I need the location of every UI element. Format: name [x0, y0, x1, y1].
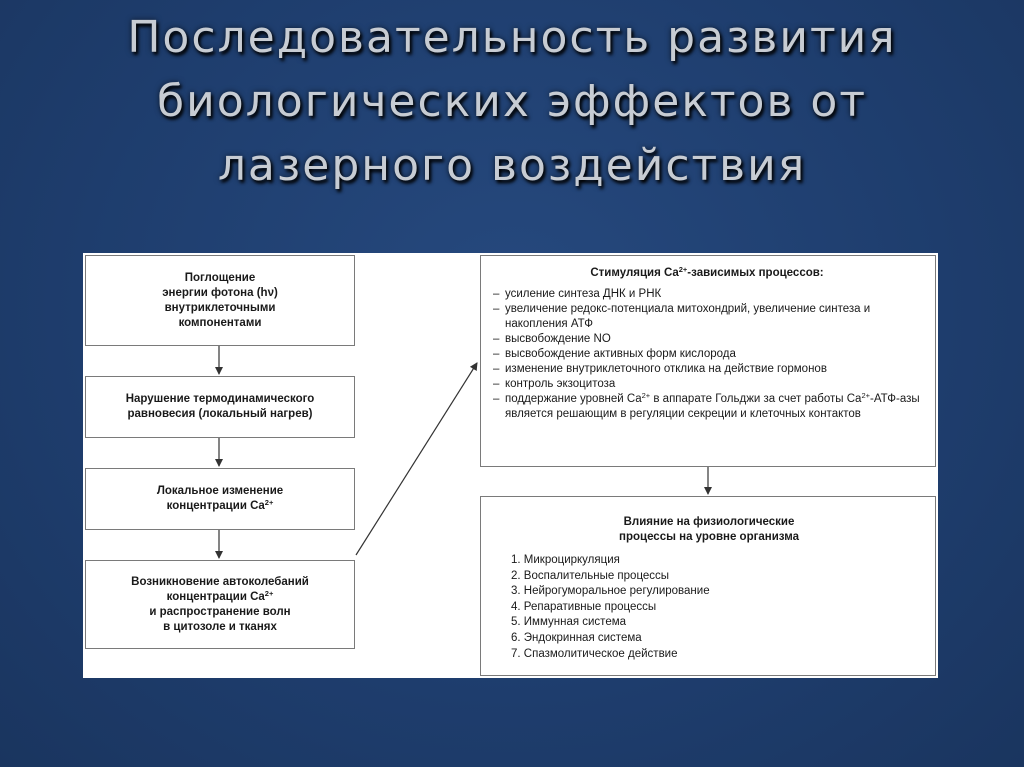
stimulation-heading: Стимуляция Ca2+-зависимых процессов: — [493, 266, 921, 281]
stimulation-item: изменение внутриклеточного отклика на де… — [493, 362, 921, 377]
physiology-item: 2. Воспалительные процессы — [511, 569, 670, 582]
physiology-item: 1. Микроциркуляция — [511, 554, 620, 566]
slide-title: Последовательность развития биологически… — [40, 6, 984, 198]
physiology-item: 7. Спазмолитическое действие — [511, 647, 678, 660]
equilibrium-line-2: равновесия (локальный нагрев) — [127, 408, 313, 420]
physiology-heading-line-2: процессы на уровне организма — [619, 531, 799, 543]
title-line-3: лазерного воздействия — [217, 140, 807, 191]
stimulation-item: увеличение редокс-потенциала митохондрий… — [493, 302, 921, 332]
stimulation-item-golgi: поддержание уровней Ca2+ в аппарате Голь… — [493, 392, 921, 422]
stimulation-item: высвобождение NO — [493, 332, 921, 347]
oscillations-superscript: 2+ — [264, 588, 274, 598]
physiology-heading-line-1: Влияние на физиологические — [623, 516, 795, 528]
physiology-list: 1. Микроциркуляция 2. Воспалительные про… — [511, 553, 921, 662]
golgi-superscript-2: 2+ — [861, 391, 870, 400]
title-line-2: биологических эффектов от — [157, 76, 867, 127]
stimulation-item: контроль экзоцитоза — [493, 377, 921, 392]
box-ca-dependent-processes: Стимуляция Ca2+-зависимых процессов: уси… — [480, 255, 936, 467]
oscillations-line-2: концентрации Ca2+ — [166, 588, 274, 605]
title-line-1: Последовательность развития — [127, 12, 897, 63]
box-ca-oscillations: Возникновение автоколебаний концентрации… — [85, 560, 355, 649]
absorption-line-1: Поглощение — [184, 271, 256, 284]
box-thermodynamic-disruption: Нарушение термодинамического равновесия … — [85, 376, 355, 438]
flow-diagram: Поглощение энергии фотона (hν) внутрикле… — [83, 253, 938, 678]
absorption-line-4: компонентами — [178, 316, 262, 329]
stimulation-item: высвобождение активных форм кислорода — [493, 347, 921, 362]
box-physiological-effects: Влияние на физиологические процессы на у… — [480, 496, 936, 676]
golgi-part-2: в аппарате Гольджи за счет работы Ca — [650, 393, 862, 405]
oscillations-line-1: Возникновение автоколебаний — [131, 575, 309, 588]
physiology-item: 5. Иммунная система — [511, 616, 627, 629]
physiology-item: 3. Нейрогуморальное регулирование — [511, 585, 710, 598]
stimulation-heading-prefix: Стимуляция Ca — [590, 267, 679, 279]
oscillations-line-2-text: концентрации Ca — [166, 590, 265, 603]
ca-change-superscript: 2+ — [264, 498, 274, 507]
diagram-arrows — [215, 346, 712, 559]
physiology-item: 6. Эндокринная система — [511, 631, 642, 644]
absorption-line-2: энергии фотона (hν) — [162, 286, 278, 299]
oscillations-line-4: в цитозоле и тканях — [163, 620, 277, 633]
golgi-part-3: -АТФ-азы является решающим в регуляции с… — [505, 393, 920, 420]
arrow-oscillations-to-stimulation — [355, 362, 478, 556]
stimulation-heading-superscript: 2+ — [678, 265, 688, 274]
stimulation-heading-suffix: -зависимых процессов: — [687, 267, 824, 279]
ca-change-line-1: Локальное изменение — [156, 485, 284, 497]
golgi-part-1: поддержание уровней Ca — [505, 393, 642, 405]
stimulation-list: усиление синтеза ДНК и РНК увеличение ре… — [493, 287, 921, 422]
physiology-item: 4. Репаративные процессы — [511, 600, 657, 613]
box-photon-absorption: Поглощение энергии фотона (hν) внутрикле… — [85, 255, 355, 346]
golgi-superscript-1: 2+ — [641, 391, 651, 400]
physiology-heading: Влияние на физиологические процессы на у… — [511, 515, 921, 545]
ca-change-line-2: концентрации Ca2+ — [167, 499, 274, 514]
box-local-ca-change: Локальное изменение концентрации Ca2+ — [85, 468, 355, 530]
ca-change-line-2-text: концентрации Ca — [166, 500, 265, 512]
absorption-line-3: внутриклеточными — [164, 301, 276, 314]
oscillations-line-3: и распространение волн — [149, 605, 291, 618]
equilibrium-line-1: Нарушение термодинамического — [125, 393, 315, 405]
stimulation-item: усиление синтеза ДНК и РНК — [493, 287, 921, 302]
